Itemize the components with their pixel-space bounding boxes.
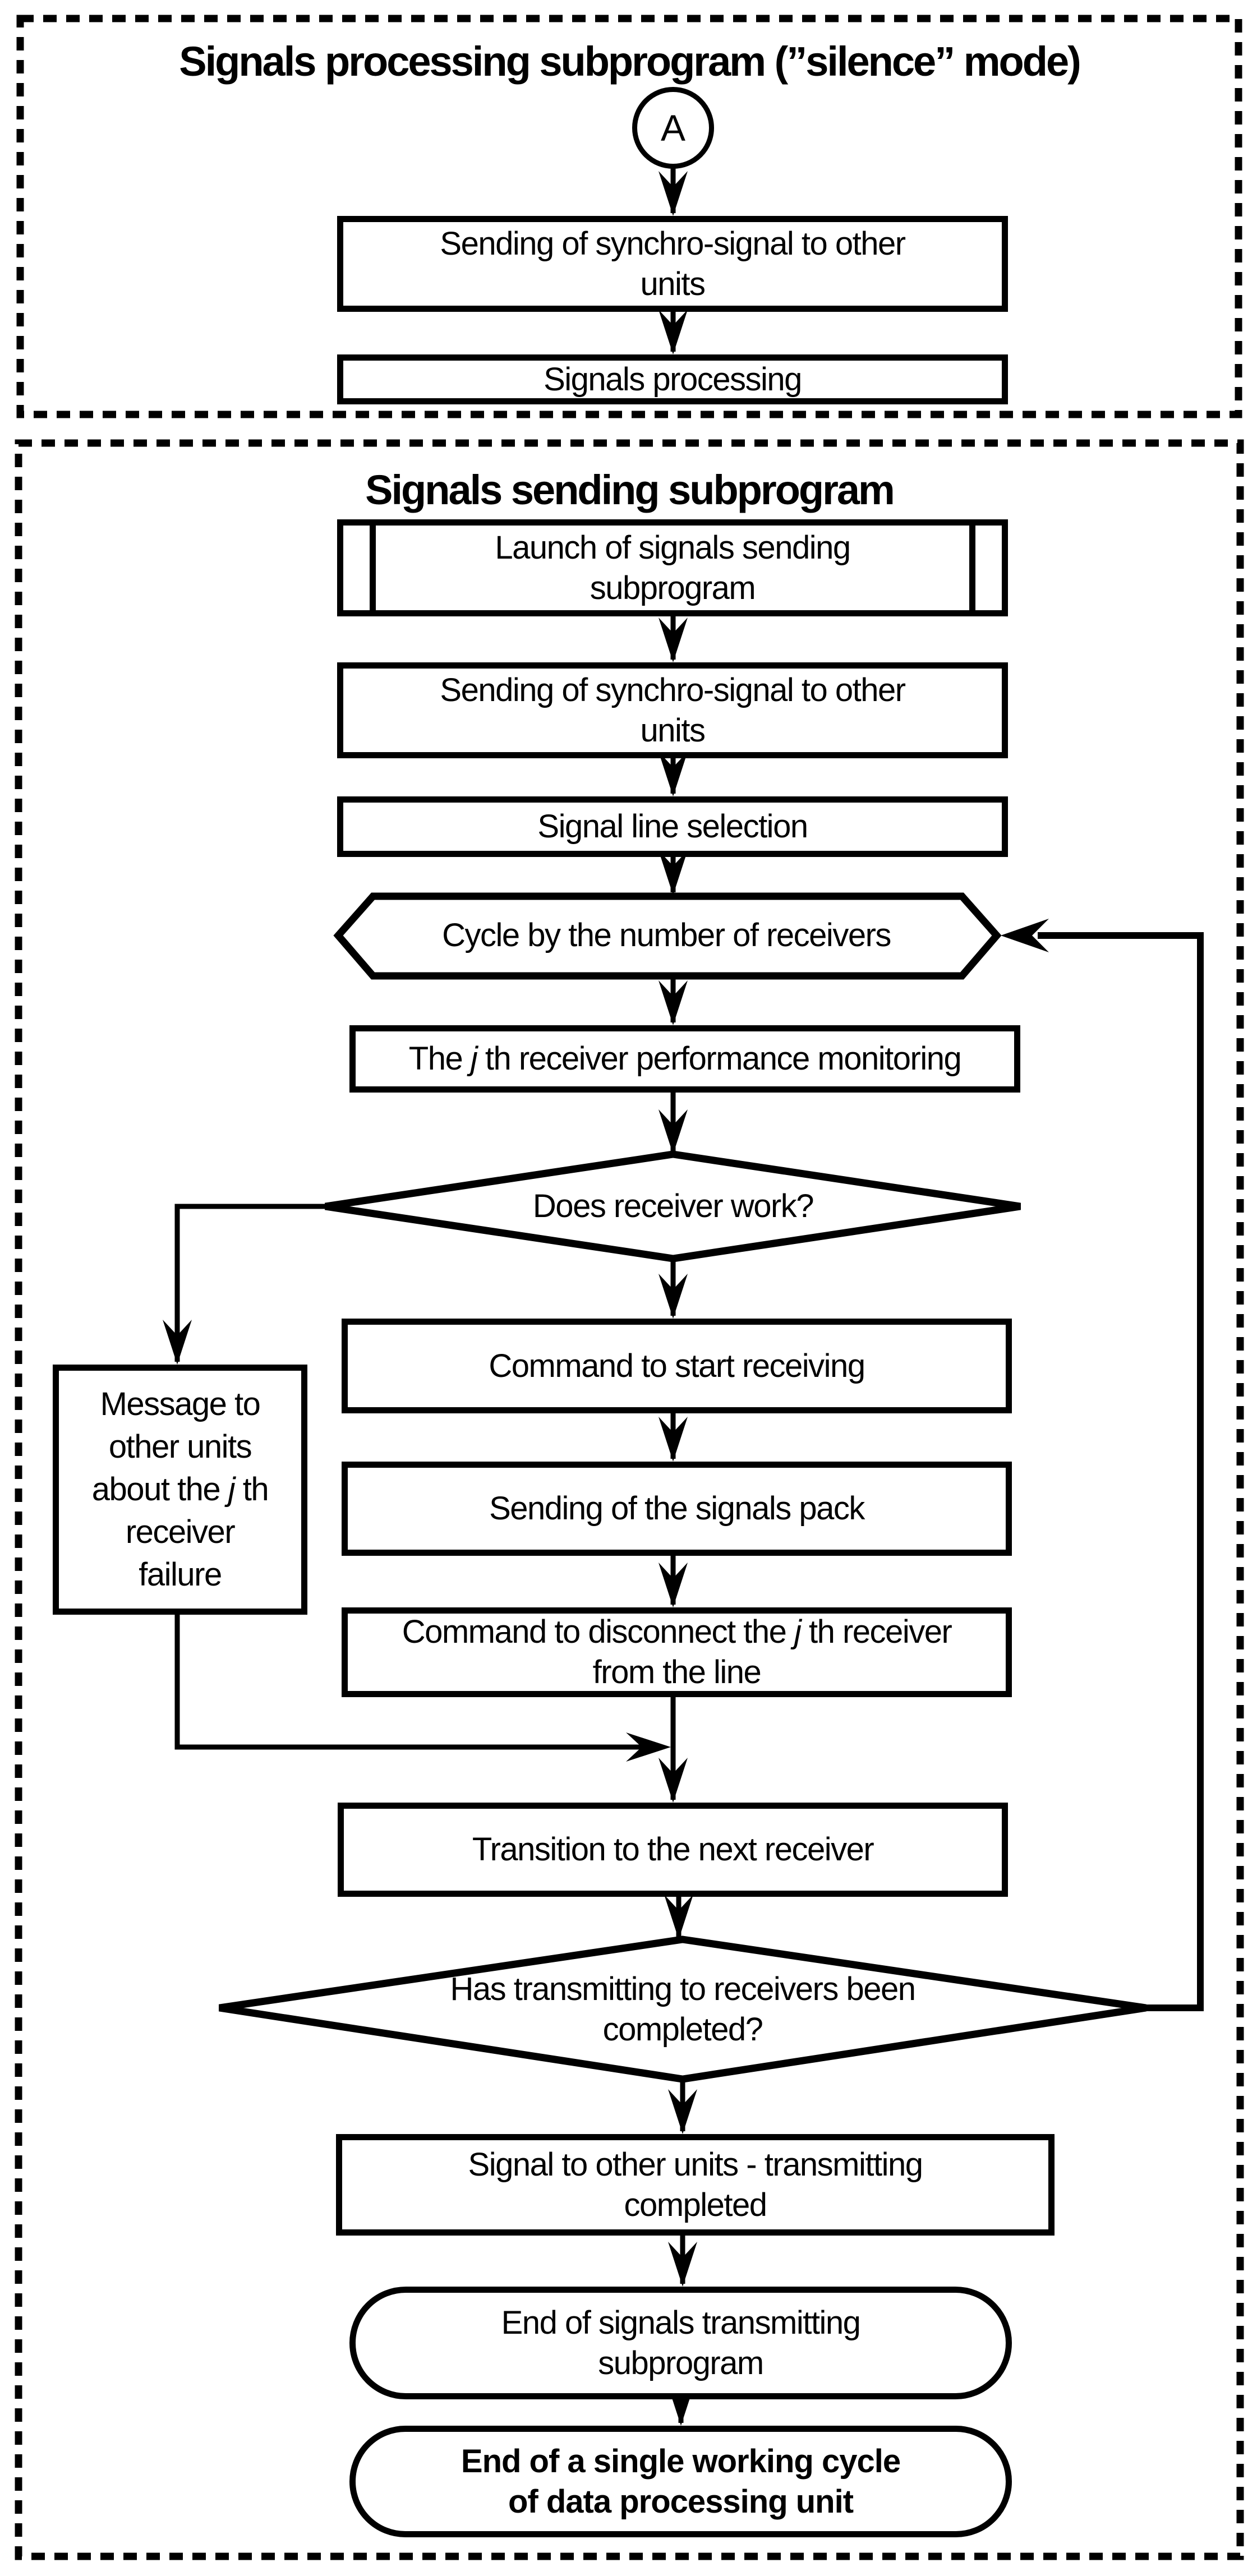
connector-a-label: A	[660, 107, 686, 149]
node-line: units	[640, 265, 706, 302]
text-prefix: The	[408, 1040, 471, 1077]
process-send-synchro-2: Sending of synchro-signal to other units	[337, 662, 1008, 758]
index-j: j	[794, 1614, 802, 1650]
text-suffix: th	[234, 1471, 269, 1508]
diamond-transmit-complete-label: Has transmitting to receivers been compl…	[280, 1953, 1085, 2066]
text-prefix: about the	[91, 1471, 228, 1508]
node-line: Cycle by the number of receivers	[442, 917, 891, 953]
node-line: other units	[108, 1428, 252, 1465]
node-line: The j th receiver performance monitoring	[408, 1039, 962, 1079]
process-signal-transmit-completed: Signal to other units - transmitting com…	[336, 2134, 1055, 2236]
arrowhead-down	[668, 2089, 697, 2134]
hexagon-cycle-label: Cycle by the number of receivers	[370, 895, 963, 976]
arrowhead-down	[659, 980, 688, 1025]
process-signal-line-selection: Signal line selection	[337, 796, 1008, 857]
section-processing-border	[16, 15, 1242, 418]
process-signals-processing: Signals processing	[337, 354, 1008, 404]
node-line: Launch of signals sending	[495, 529, 851, 566]
section-processing-title: Signals processing subprogram (”silence”…	[179, 38, 1081, 85]
node-line: about the j th	[91, 1468, 269, 1511]
diamond-receiver-works-shape	[325, 1150, 1021, 1262]
process-start-receiving: Command to start receiving	[342, 1319, 1012, 1413]
arrowhead-down	[659, 617, 688, 662]
diamond-transmit-complete-shape	[219, 1936, 1147, 2083]
arrowhead-right	[626, 1732, 671, 1762]
connector-a-circle: A	[632, 87, 714, 169]
hexagon-cycle-shape	[333, 892, 1002, 980]
arrowhead-down	[163, 1320, 192, 1365]
node-line: units	[640, 712, 706, 749]
index-j: j	[228, 1471, 236, 1508]
arrowhead-left	[1001, 919, 1049, 952]
node-line: Does receiver work?	[532, 1188, 814, 1224]
branch-line-decision1-to-message	[174, 1204, 325, 1362]
node-line: from the line	[592, 1654, 762, 1690]
text-suffix: th receiver performance monitoring	[477, 1040, 962, 1077]
text-suffix: th receiver	[800, 1614, 952, 1650]
section-sending-border	[15, 439, 1244, 2560]
node-line: Command to disconnect the j th receiver	[402, 1612, 952, 1652]
process-transition-next-receiver: Transition to the next receiver	[338, 1803, 1008, 1897]
arrowhead-down	[659, 1274, 688, 1319]
arrowhead-down	[659, 310, 688, 354]
arrowhead-down	[659, 752, 688, 796]
node-line: failure	[139, 1556, 222, 1593]
node-line: receiver	[125, 1514, 236, 1550]
node-line: completed	[624, 2186, 767, 2223]
node-line: Sending of synchro-signal to other	[440, 671, 906, 708]
branch-line-message-to-junction	[174, 1615, 662, 1750]
node-line: Message to	[100, 1386, 261, 1422]
terminator-end-working-cycle: End of a single working cycle of data pr…	[349, 2426, 1012, 2537]
arrowhead-down	[659, 171, 688, 216]
process-send-signals-pack: Sending of the signals pack	[342, 1462, 1012, 1556]
node-line: completed?	[602, 2011, 763, 2048]
node-line: Transition to the next receiver	[472, 1831, 874, 1868]
node-line: subprogram	[598, 2344, 764, 2381]
arrowhead-down	[659, 1563, 688, 1607]
section-sending-title: Signals sending subprogram	[365, 467, 895, 513]
arrowhead-down	[659, 1758, 688, 1803]
predefined-side-bar-left	[370, 526, 376, 610]
process-receiver-monitoring: The j th receiver performance monitoring	[349, 1025, 1020, 1093]
process-failure-message: Message to other units about the j th re…	[53, 1365, 307, 1615]
node-line: Signal to other units - transmitting	[468, 2146, 923, 2183]
node-line: Signal line selection	[537, 808, 808, 845]
loop-line-decision2-to-cycle	[1038, 932, 1204, 2011]
predefined-launch-subprogram: Launch of signals sending subprogram	[337, 519, 1008, 616]
node-line: subprogram	[590, 569, 756, 606]
arrowhead-down	[664, 1895, 693, 1939]
arrowhead-down	[659, 850, 688, 895]
node-line: Has transmitting to receivers been	[450, 1971, 916, 2007]
node-line: of data processing unit	[508, 2483, 854, 2520]
arrowhead-down	[659, 1109, 688, 1154]
arrowhead-down	[668, 2242, 697, 2287]
node-line: Command to start receiving	[489, 1347, 865, 1384]
text-prefix: Command to disconnect the	[402, 1614, 794, 1650]
process-disconnect-receiver: Command to disconnect the j th receiver …	[342, 1607, 1012, 1697]
node-line: Sending of the signals pack	[489, 1490, 865, 1527]
diamond-receiver-works-label: Does receiver work?	[393, 1167, 954, 1246]
node-line: Sending of synchro-signal to other	[440, 225, 906, 262]
index-j: j	[470, 1040, 478, 1077]
node-line: End of a single working cycle	[461, 2443, 901, 2480]
node-line: Signals processing	[544, 361, 802, 398]
terminator-end-subprogram: End of signals transmitting subprogram	[349, 2287, 1012, 2399]
process-send-synchro-1: Sending of synchro-signal to other units	[337, 216, 1008, 312]
node-line: End of signals transmitting	[501, 2304, 861, 2341]
arrowhead-down	[659, 1417, 688, 1462]
predefined-side-bar-right	[969, 526, 975, 610]
